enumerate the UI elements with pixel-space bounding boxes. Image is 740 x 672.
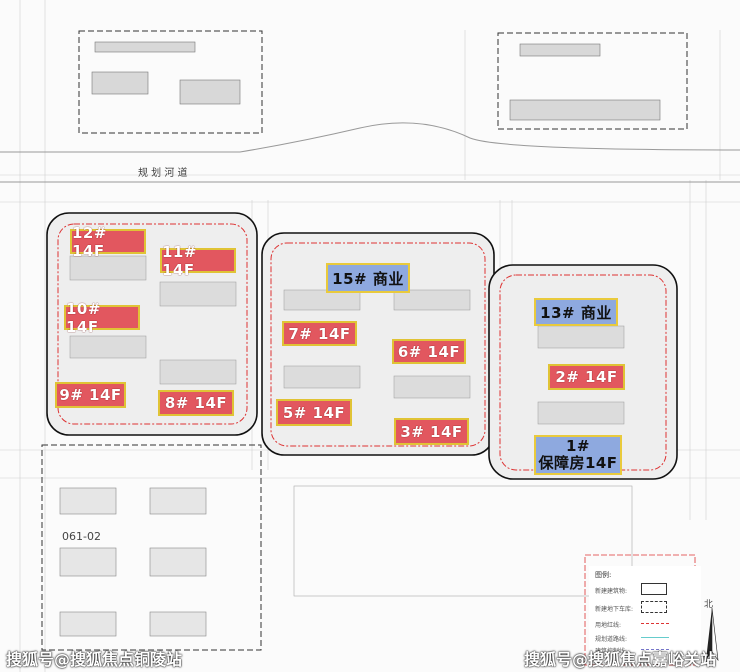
legend-item-underground-garage: 新建地下车库: (595, 606, 634, 613)
canal-label: 规 划 河 道 (138, 168, 188, 179)
building-2: 2# 14F (548, 364, 625, 390)
building-12: 12# 14F (70, 224, 146, 260)
legend-title: 图例: (595, 571, 612, 579)
building-1-number: 1# (565, 437, 590, 455)
legend: 图例: 新建建筑物: 新建地下车库: 用地红线: 规划道路线: 建筑控制线: (589, 566, 701, 662)
legend-item-planned-road: 规划道路线: (595, 636, 628, 643)
parcel-label: 061-02 (62, 530, 101, 543)
north-label: 北 (704, 600, 714, 610)
building-3: 3# 14F (394, 418, 469, 445)
building-6: 6# 14F (392, 339, 466, 364)
building-1-type: 保障房14F (538, 454, 618, 472)
legend-item-red-line: 用地红线: (595, 622, 622, 629)
legend-item-control-line: 建筑控制线: (595, 648, 628, 655)
building-10: 10# 14F (64, 300, 140, 336)
building-15-commercial: 15# 商业 (326, 263, 410, 293)
watermark-right: 搜狐号@搜狐焦点嘉峪关站 (524, 650, 717, 669)
building-5: 5# 14F (276, 399, 352, 426)
north-arrow-icon (706, 607, 719, 662)
building-11: 11# 14F (160, 243, 236, 279)
legend-item-new-building: 新建建筑物: (595, 588, 628, 595)
building-1-affordable: 1# 保障房14F (534, 435, 622, 475)
building-13-commercial: 13# 商业 (534, 298, 618, 326)
building-9: 9# 14F (55, 382, 126, 408)
watermark-left: 搜狐号@搜狐焦点铜陵站 (6, 650, 183, 669)
building-7: 7# 14F (282, 321, 357, 346)
building-8: 8# 14F (158, 390, 234, 416)
